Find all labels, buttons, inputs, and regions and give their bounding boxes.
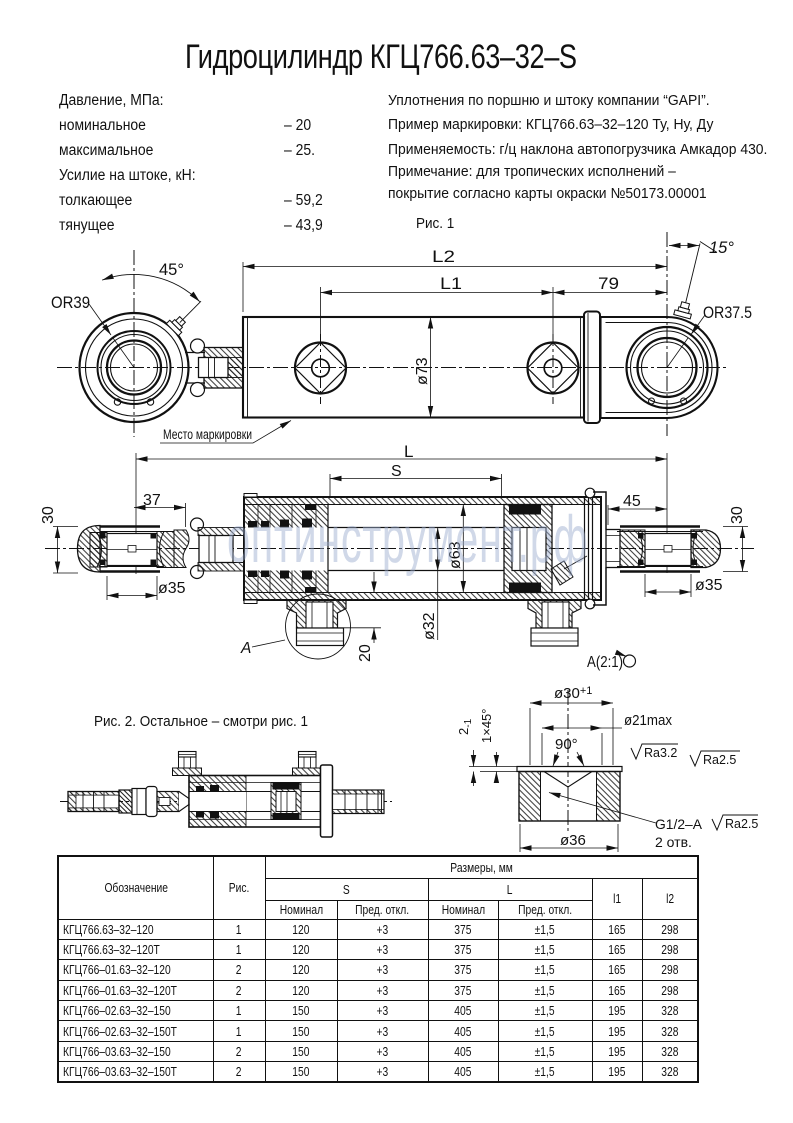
svg-text:OR39: OR39 xyxy=(51,294,90,312)
svg-text:37: 37 xyxy=(143,492,161,509)
svg-text:OR37.5: OR37.5 xyxy=(703,304,752,322)
svg-text:2-1: 2-1 xyxy=(456,718,474,735)
svg-text:Ra2.5: Ra2.5 xyxy=(703,753,736,767)
svg-text:ø63: ø63 xyxy=(447,541,464,569)
svg-text:90°: 90° xyxy=(555,736,578,753)
svg-text:L2: L2 xyxy=(432,247,455,266)
svg-text:45: 45 xyxy=(623,493,641,510)
svg-text:20: 20 xyxy=(357,644,374,662)
svg-text:Место маркировки: Место маркировки xyxy=(163,427,252,442)
svg-text:G1/2–А: G1/2–А xyxy=(655,816,703,832)
svg-text:Ra2.5: Ra2.5 xyxy=(725,817,758,831)
svg-text:L1: L1 xyxy=(440,274,462,293)
svg-text:Ra3.2: Ra3.2 xyxy=(644,746,677,760)
svg-text:30: 30 xyxy=(40,506,57,524)
svg-text:ø35: ø35 xyxy=(158,580,186,597)
svg-text:ø30+1: ø30+1 xyxy=(554,685,592,702)
svg-text:ø35: ø35 xyxy=(695,577,723,594)
svg-text:ø36: ø36 xyxy=(560,832,586,849)
svg-text:79: 79 xyxy=(598,274,619,293)
svg-text:оптинструмент.рф: оптинструмент.рф xyxy=(227,502,588,577)
svg-text:2 отв.: 2 отв. xyxy=(655,834,692,850)
svg-text:L: L xyxy=(404,442,413,461)
svg-text:S: S xyxy=(391,463,402,480)
svg-text:15°: 15° xyxy=(709,239,734,257)
svg-text:А: А xyxy=(240,640,251,657)
svg-text:45°: 45° xyxy=(159,261,184,279)
svg-text:ø32: ø32 xyxy=(421,612,438,640)
svg-text:ø73: ø73 xyxy=(414,357,431,385)
svg-text:ø21max: ø21max xyxy=(624,713,673,729)
svg-text:1×45°: 1×45° xyxy=(479,709,494,743)
svg-text:30: 30 xyxy=(729,506,746,524)
svg-text:А(2:1): А(2:1) xyxy=(587,654,623,671)
